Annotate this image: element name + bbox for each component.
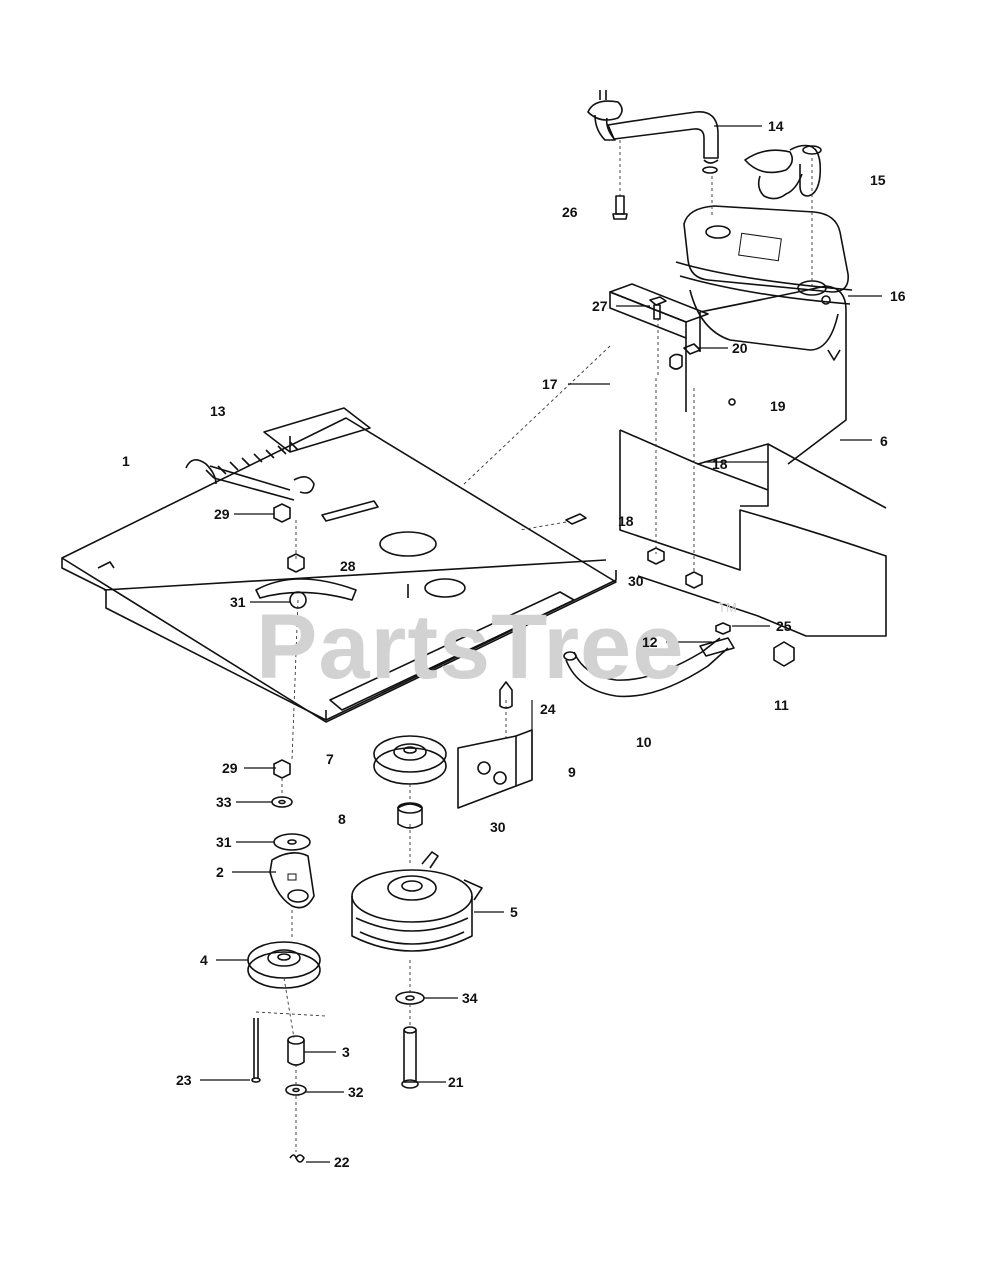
exhaust-pipe-part: [587, 90, 719, 174]
spring-part: [185, 441, 315, 501]
callout-3: 3: [342, 1044, 350, 1060]
muffler-bracket-part: [609, 283, 847, 465]
bolt-18-part: [565, 513, 587, 525]
heat-shield-part: [619, 429, 887, 637]
callout-33: 33: [216, 794, 232, 810]
callout-29-upper: 29: [214, 506, 230, 522]
callout-19: 19: [770, 398, 786, 414]
nut-29b-part: [273, 759, 291, 779]
callout-27: 27: [592, 298, 608, 314]
watermark-text: PartsTree: [256, 596, 684, 698]
pin-23-part: [251, 1018, 261, 1083]
stud-part: [612, 195, 628, 220]
callout-29-lower: 29: [222, 760, 238, 776]
callout-31-lower: 31: [216, 834, 232, 850]
fuel-line-part: [563, 637, 735, 698]
nut-28-part: [287, 553, 305, 573]
callout-21: 21: [448, 1074, 464, 1090]
callout-5: 5: [510, 904, 518, 920]
nut-29-part: [273, 503, 291, 523]
washer-33-part: [271, 796, 293, 808]
callout-25: 25: [776, 618, 792, 634]
callout-8: 8: [338, 811, 346, 827]
callout-30-upper: 30: [628, 573, 644, 589]
engine-mounting-plate-part: [61, 407, 617, 723]
washer-32-part: [285, 1084, 307, 1096]
callout-6: 6: [880, 433, 888, 449]
callout-11: 11: [774, 697, 789, 713]
callout-26: 26: [562, 204, 578, 220]
callout-2: 2: [216, 864, 224, 880]
callout-12: 12: [642, 634, 658, 650]
stud-24-part: [499, 681, 513, 709]
callout-13: 13: [210, 403, 226, 419]
washer-34-part: [395, 991, 425, 1005]
callout-32: 32: [348, 1084, 364, 1100]
idler-pulley-4-part: [247, 941, 321, 989]
callout-9: 9: [568, 764, 576, 780]
callout-4: 4: [200, 952, 208, 968]
callout-34: 34: [462, 990, 478, 1006]
callout-labels: 14 15 26 16 27 20 17 19 13 6 1 18 29 18 …: [122, 118, 906, 1170]
callout-1: 1: [122, 453, 130, 469]
clip-22-part: [289, 1154, 305, 1163]
callout-18-upper: 18: [712, 456, 728, 472]
leader-lines: [200, 125, 882, 1163]
nut-30-part: [647, 547, 703, 589]
callout-22: 22: [334, 1154, 350, 1170]
idler-arm-2-part: [269, 852, 315, 909]
callout-20: 20: [732, 340, 748, 356]
bolt-21-part: [401, 1026, 419, 1089]
callout-17: 17: [542, 376, 558, 392]
bracket-9-part: [457, 729, 533, 809]
callout-18-lower: 18: [618, 513, 634, 529]
callout-16: 16: [890, 288, 906, 304]
fitting-11-part: [773, 641, 795, 667]
exhaust-elbow-part: [744, 144, 822, 200]
callout-28: 28: [340, 558, 356, 574]
watermark-trademark: TM: [718, 600, 737, 615]
callout-7: 7: [326, 751, 334, 767]
assembly-lines: [255, 140, 813, 1152]
bolt-20-part: [669, 343, 701, 370]
callout-15: 15: [870, 172, 886, 188]
muffler-part: [675, 205, 853, 361]
callout-14: 14: [768, 118, 784, 134]
bushing-3-part: [287, 1035, 305, 1066]
idler-pulley-7-part: [373, 735, 447, 785]
callout-23: 23: [176, 1072, 192, 1088]
electric-clutch-part: [351, 851, 483, 952]
callout-30-lower: 30: [490, 819, 506, 835]
clamp-25-part: [715, 622, 731, 635]
callout-24: 24: [540, 701, 556, 717]
callout-31-upper: 31: [230, 594, 246, 610]
partstree-watermark: PartsTree TM: [256, 596, 737, 698]
callout-10: 10: [636, 734, 652, 750]
washer-31-part: [273, 833, 311, 851]
